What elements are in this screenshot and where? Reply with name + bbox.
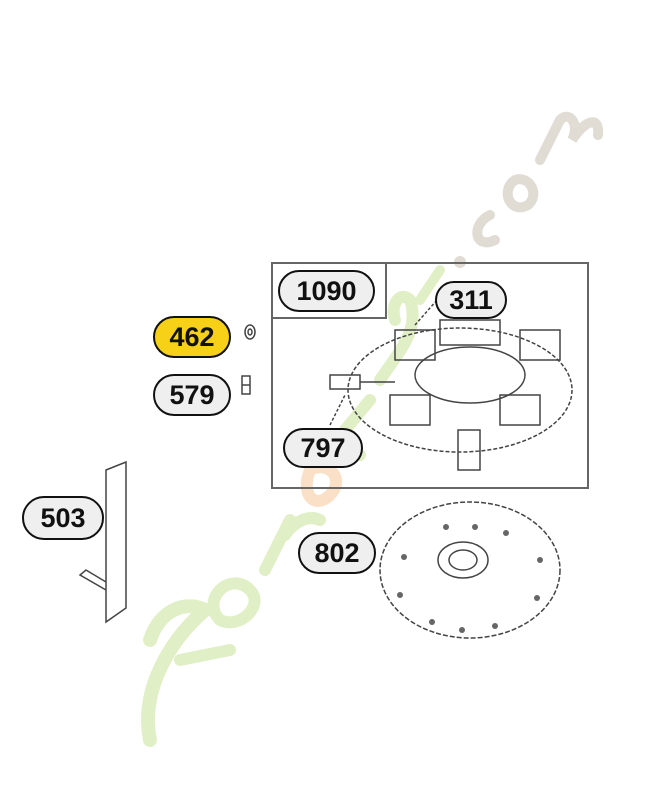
callout-label: 1090 xyxy=(296,275,357,306)
callout-label: 802 xyxy=(314,537,360,568)
callout-label: 503 xyxy=(40,502,86,533)
brush-holder-part xyxy=(329,299,573,471)
callout-579[interactable]: 579 xyxy=(153,374,231,416)
nut-462-part xyxy=(244,324,256,340)
callout-1090[interactable]: 1090 xyxy=(278,270,375,312)
spacer-579-part xyxy=(241,375,251,395)
plate-802-part xyxy=(379,501,561,639)
callout-503[interactable]: 503 xyxy=(22,496,104,540)
callout-802[interactable]: 802 xyxy=(298,532,376,574)
callout-label: 579 xyxy=(169,379,215,410)
assembly-box xyxy=(271,262,589,489)
callout-462[interactable]: 462 xyxy=(153,316,231,358)
callout-label: 311 xyxy=(449,284,493,315)
callout-label: 462 xyxy=(169,321,215,352)
kit-subbox xyxy=(272,263,387,319)
bracket-503-part xyxy=(78,460,127,624)
callout-311[interactable]: 311 xyxy=(435,281,507,319)
callout-797[interactable]: 797 xyxy=(283,428,363,468)
callout-label: 797 xyxy=(300,432,346,463)
